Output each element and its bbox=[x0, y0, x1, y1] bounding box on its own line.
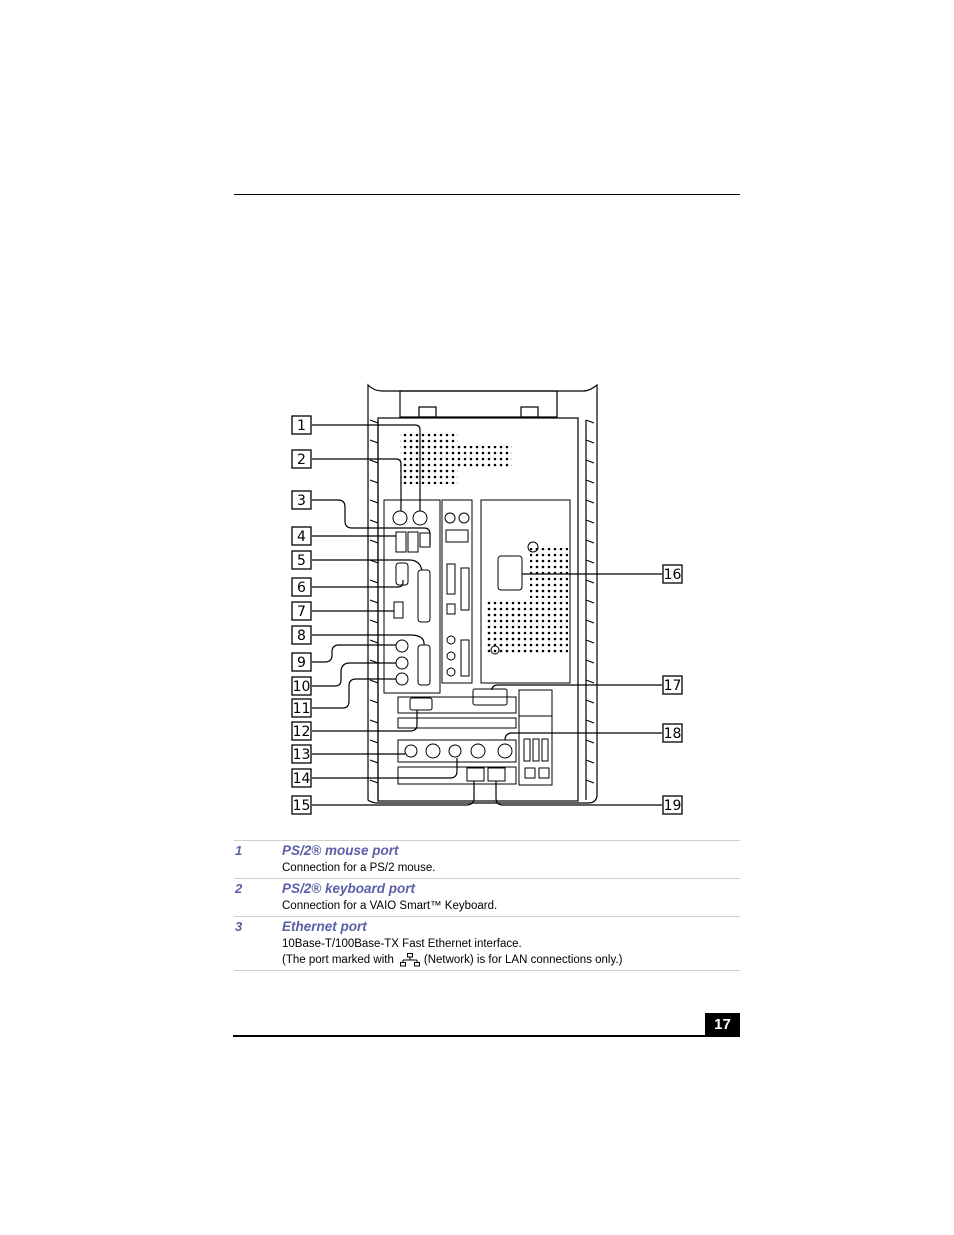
callout-label: 19 bbox=[664, 798, 682, 814]
port-entry-3: 3 Ethernet port 10Base-T/100Base-TX Fast… bbox=[234, 916, 740, 971]
entry-description: Connection for a PS/2 mouse. bbox=[282, 862, 436, 874]
callout-label: 11 bbox=[293, 701, 311, 717]
callout-boxes: 1 2 3 4 5 6 7 8 9 10 11 12 13 14 15 16 1… bbox=[291, 415, 683, 815]
callout-15: 15 bbox=[291, 795, 312, 815]
computer-rear-panel-diagram: 1 2 3 4 5 6 7 8 9 10 11 12 13 14 15 16 1… bbox=[291, 383, 683, 815]
entry-number: 2 bbox=[235, 881, 243, 896]
entry-description-text: (Network) is for LAN connections only.) bbox=[423, 954, 623, 966]
callout-3: 3 bbox=[291, 490, 312, 510]
header-rule bbox=[234, 194, 740, 195]
callout-label: 10 bbox=[293, 679, 311, 695]
entry-number: 3 bbox=[235, 919, 243, 934]
callout-label: 9 bbox=[297, 655, 306, 671]
callout-label: 15 bbox=[293, 798, 311, 814]
expansion-slot-1 bbox=[397, 696, 517, 714]
callout-14: 14 bbox=[291, 768, 312, 788]
callout-label: 18 bbox=[664, 726, 682, 742]
callout-label: 7 bbox=[297, 604, 306, 620]
callout-12: 12 bbox=[291, 721, 312, 741]
io-panel bbox=[383, 499, 441, 694]
callout-1: 1 bbox=[291, 415, 312, 435]
callout-19: 19 bbox=[662, 795, 683, 815]
entry-description-line: (The port marked with (Network) is for LA… bbox=[282, 952, 740, 968]
callout-13: 13 bbox=[291, 744, 312, 764]
callout-4: 4 bbox=[291, 526, 312, 546]
port-entry-1: 1 PS/2® mouse port Connection for a PS/2… bbox=[234, 840, 740, 878]
entry-title: PS/2® keyboard port bbox=[282, 881, 415, 896]
entry-number: 1 bbox=[235, 843, 243, 858]
expansion-slot-2 bbox=[397, 717, 517, 729]
callout-label: 13 bbox=[293, 747, 311, 763]
power-supply bbox=[480, 499, 571, 684]
callout-6: 6 bbox=[291, 577, 312, 597]
callout-label: 16 bbox=[664, 567, 682, 583]
callout-17: 17 bbox=[662, 675, 683, 695]
port-entry-2: 2 PS/2® keyboard port Connection for a V… bbox=[234, 878, 740, 916]
callout-9: 9 bbox=[291, 652, 312, 672]
callout-11: 11 bbox=[291, 698, 312, 718]
callout-label: 6 bbox=[297, 580, 306, 596]
network-icon bbox=[399, 952, 420, 967]
footer-rule bbox=[233, 1035, 740, 1037]
entry-title: Ethernet port bbox=[282, 919, 367, 934]
tower-top-panel bbox=[399, 390, 558, 418]
power-inlet bbox=[497, 555, 523, 591]
callout-label: 3 bbox=[297, 493, 306, 509]
callout-label: 14 bbox=[293, 771, 311, 787]
right-ribs bbox=[585, 419, 595, 784]
callout-7: 7 bbox=[291, 601, 312, 621]
entry-description: Connection for a VAIO Smart™ Keyboard. bbox=[282, 900, 498, 912]
tower-outline bbox=[367, 383, 598, 804]
callout-label: 2 bbox=[297, 452, 306, 468]
callout-label: 17 bbox=[664, 678, 682, 694]
entry-title: PS/2® mouse port bbox=[282, 843, 399, 858]
callout-label: 4 bbox=[297, 529, 306, 545]
callout-16: 16 bbox=[662, 564, 683, 584]
page-number: 17 bbox=[705, 1013, 740, 1036]
callout-5: 5 bbox=[291, 550, 312, 570]
entry-description-line: 10Base-T/100Base-TX Fast Ethernet interf… bbox=[282, 938, 522, 950]
callout-label: 1 bbox=[297, 418, 306, 434]
entry-description: 10Base-T/100Base-TX Fast Ethernet interf… bbox=[282, 936, 740, 970]
left-ribs bbox=[369, 419, 379, 784]
callout-18: 18 bbox=[662, 723, 683, 743]
callout-label: 8 bbox=[297, 628, 306, 644]
port-descriptions: 1 PS/2® mouse port Connection for a PS/2… bbox=[234, 840, 740, 971]
callout-label: 12 bbox=[293, 724, 311, 740]
callout-label: 5 bbox=[297, 553, 306, 569]
callout-8: 8 bbox=[291, 625, 312, 645]
top-vent bbox=[400, 433, 512, 484]
callout-2: 2 bbox=[291, 449, 312, 469]
entry-description-text: (The port marked with bbox=[282, 954, 394, 966]
callout-10: 10 bbox=[291, 676, 312, 696]
